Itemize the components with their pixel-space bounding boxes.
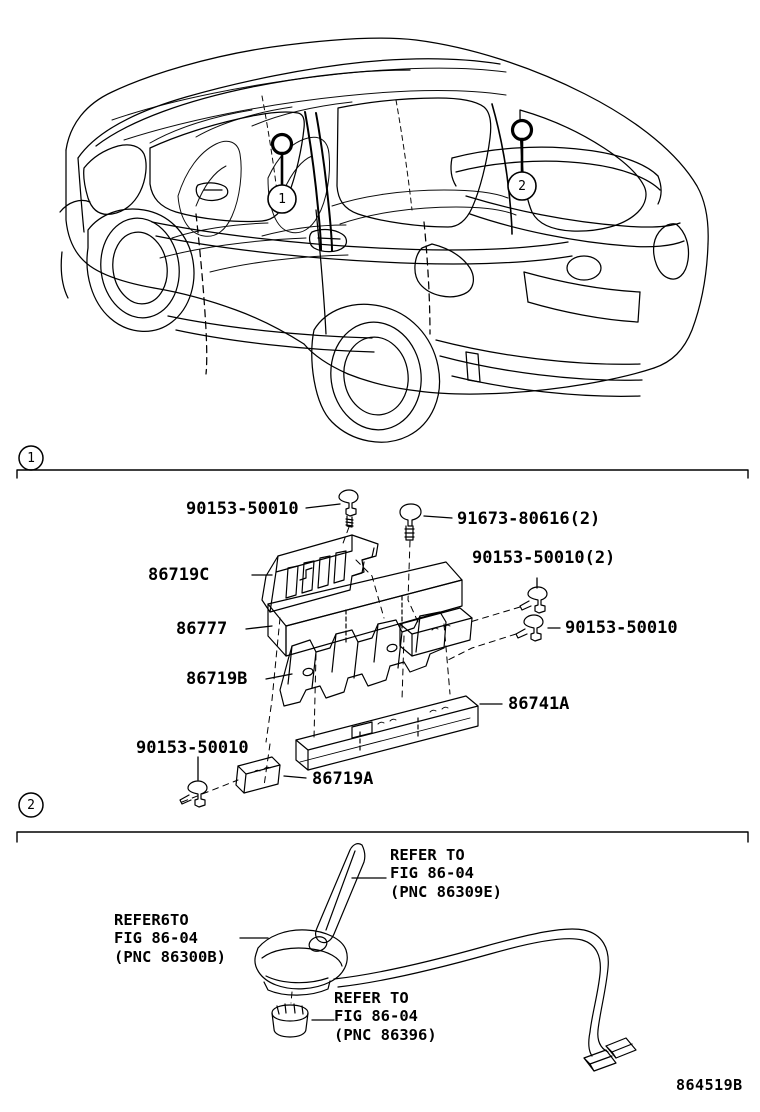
- part-label-86719A: 86719A: [312, 769, 374, 789]
- reference-line-3: (PNC 86300B): [114, 947, 226, 966]
- car-body-panel-lines: [151, 182, 573, 375]
- section-2-parts: [239, 843, 637, 1072]
- callout-number-1: 1: [278, 192, 286, 207]
- part-label-86777: 86777: [176, 619, 228, 639]
- reference-line-2: FIG 86-04: [114, 929, 198, 948]
- reference-line-1: REFER6TO: [114, 911, 189, 929]
- part-86719C-shape: [261, 534, 379, 613]
- reference-line-1: REFER TO: [334, 989, 409, 1007]
- bolt-a: [338, 489, 359, 528]
- bolt-b: [399, 503, 422, 541]
- part-label-86719B: 86719B: [186, 669, 248, 689]
- part-86719B-shape: [279, 611, 447, 707]
- car-rear-hatch: [414, 146, 690, 397]
- part-label-91673-80616: 91673-80616(2): [457, 509, 601, 529]
- reference-line-1: REFER TO: [390, 846, 465, 864]
- section-number-1: 1: [27, 451, 35, 466]
- callout-number-2: 2: [518, 179, 526, 194]
- car-wheels: [59, 199, 441, 443]
- part-label-90153-50010-right: 90153-50010: [565, 618, 678, 638]
- antenna-cable-shape: [333, 928, 637, 1072]
- antenna-gasket-shape: [271, 1003, 309, 1038]
- part-label-86741A: 86741A: [508, 694, 570, 714]
- reference-line-2: FIG 86-04: [334, 1007, 418, 1026]
- part-mount-plate-shape: [399, 607, 473, 657]
- section-1-frame: [16, 445, 749, 479]
- callout-marker-2: [507, 118, 537, 201]
- leader-lines-section2: [239, 877, 387, 1021]
- assembly-dashed-lines: [181, 526, 521, 803]
- car-greenhouse: [77, 58, 647, 252]
- car-body-outline: [65, 37, 709, 395]
- antenna-mast-shape: [315, 843, 366, 944]
- part-label-86719C: 86719C: [148, 565, 210, 585]
- antenna-base-shape: [254, 929, 348, 996]
- part-label-90153-50010-qty2: 90153-50010(2): [472, 548, 616, 568]
- section-1-parts: [179, 489, 561, 808]
- callout-marker-1: [267, 132, 297, 214]
- bolt-c: [519, 586, 548, 614]
- section-2-frame: [16, 792, 749, 843]
- part-86719A-shape: [235, 756, 281, 794]
- part-label-90153-50010-top: 90153-50010: [186, 499, 299, 519]
- diagram-code: 864519B: [676, 1076, 743, 1094]
- reference-line-3: (PNC 86309E): [390, 882, 502, 901]
- reference-line-2: FIG 86-04: [390, 864, 474, 883]
- part-label-90153-50010-bottom: 90153-50010: [136, 738, 249, 758]
- leader-lines-section1: [197, 503, 561, 781]
- antenna-dashed-line: [290, 991, 293, 1004]
- bolt-e: [179, 780, 208, 808]
- section-number-2: 2: [27, 798, 35, 813]
- bolt-d: [515, 614, 544, 642]
- part-86741A-shape: [295, 695, 479, 771]
- reference-line-3: (PNC 86396): [334, 1025, 437, 1044]
